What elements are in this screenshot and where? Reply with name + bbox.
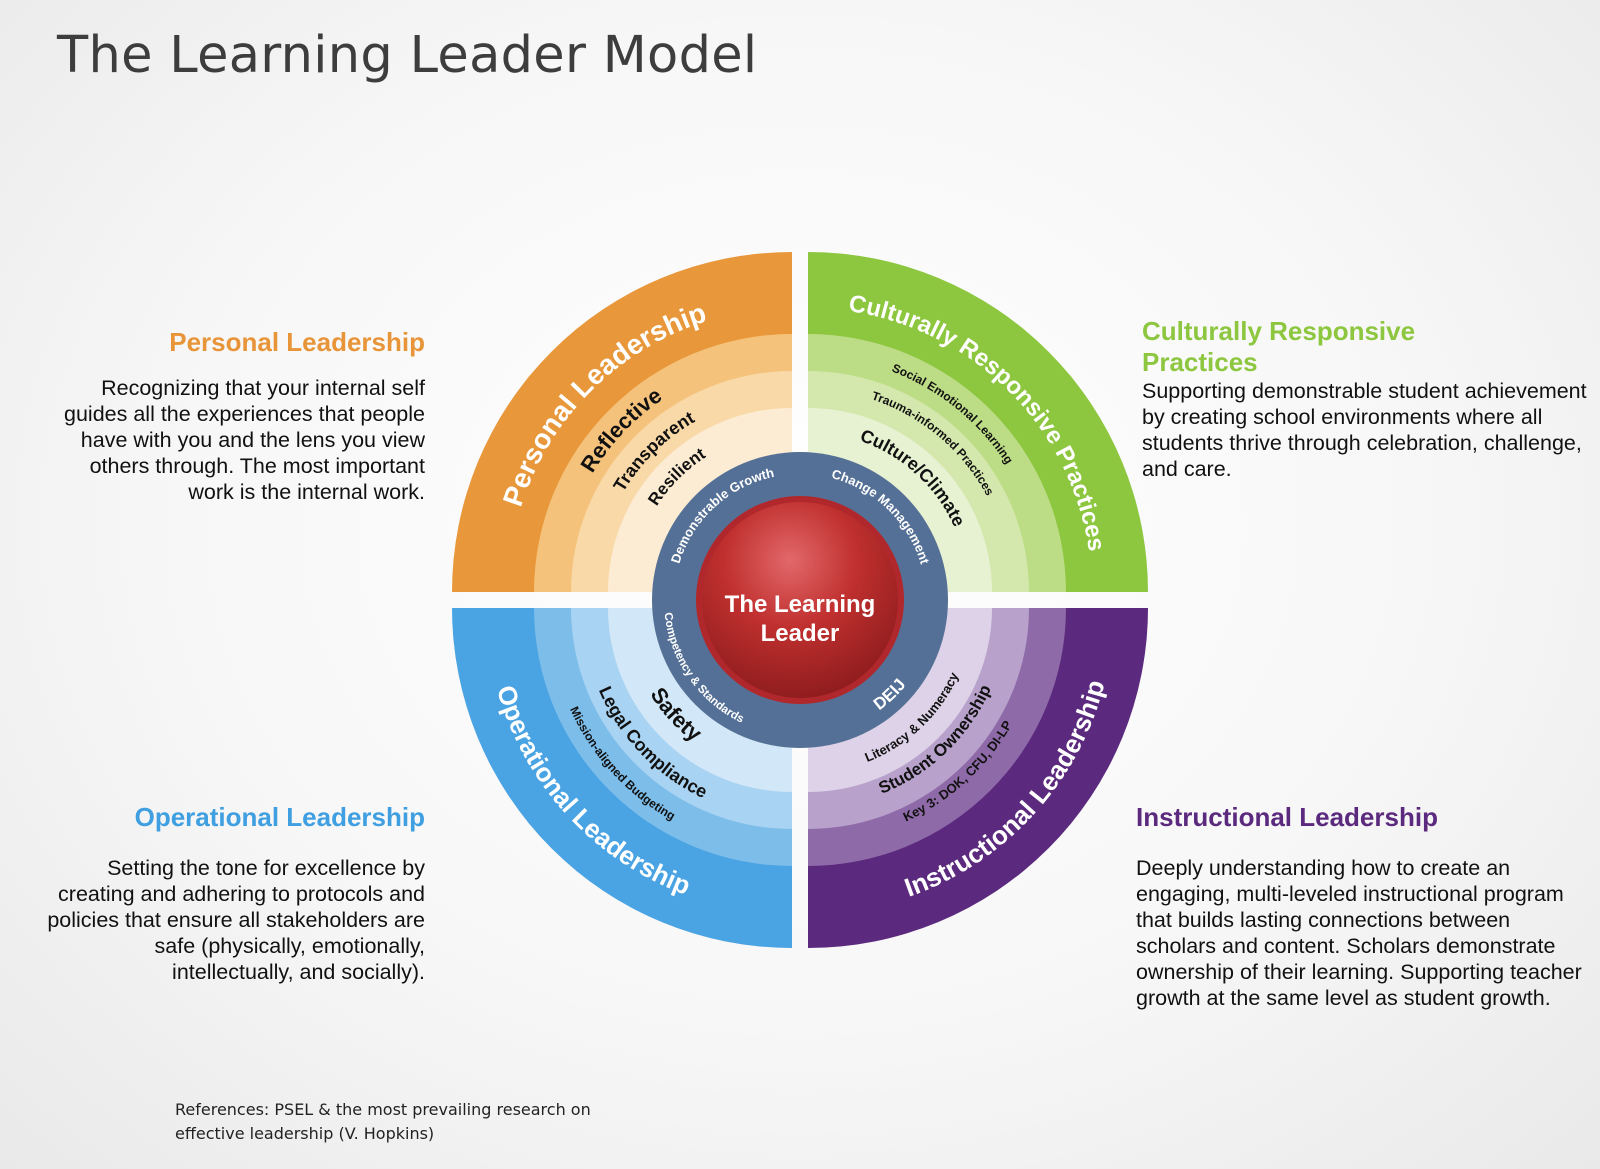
center-label-line-1: The Learning <box>725 591 876 618</box>
page-title: The Learning Leader Model <box>57 26 758 85</box>
operational-leadership-description: Setting the tone for excellence by creat… <box>47 856 425 985</box>
center-label-line-2: Leader <box>761 620 840 647</box>
personal-leadership-description: Recognizing that your internal self guid… <box>64 376 425 505</box>
personal-leadership-section: Personal Leadership Recognizing that you… <box>40 327 425 505</box>
references-line-2: effective leadership (V. Hopkins) <box>175 1124 435 1143</box>
personal-leadership-heading: Personal Leadership <box>169 327 425 357</box>
references-line-1: References: PSEL & the most prevailing r… <box>175 1100 591 1119</box>
instructional-leadership-description: Deeply understanding how to create an en… <box>1136 856 1582 1011</box>
instructional-leadership-heading: Instructional Leadership <box>1136 802 1438 832</box>
instructional-leadership-section: Instructional Leadership Deeply understa… <box>1136 802 1596 1011</box>
operational-leadership-heading: Operational Leadership <box>134 802 425 832</box>
culturally-responsive-description: Supporting demonstrable student achievem… <box>1142 379 1587 482</box>
center-disc-shine <box>702 502 898 698</box>
culturally-responsive-heading: Culturally Responsive Practices <box>1142 316 1416 378</box>
references-note: References: PSEL & the most prevailing r… <box>175 1098 591 1146</box>
culturally-responsive-section: Culturally Responsive Practices Supporti… <box>1142 316 1592 482</box>
operational-leadership-section: Operational Leadership Setting the tone … <box>40 802 425 985</box>
